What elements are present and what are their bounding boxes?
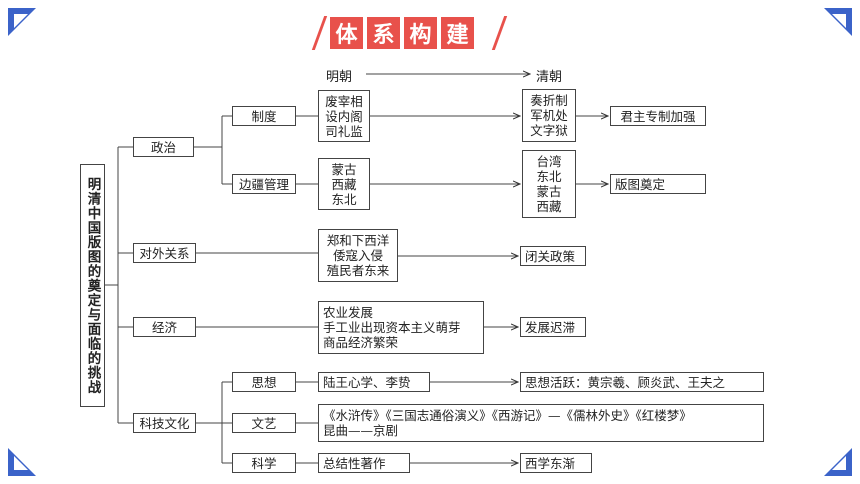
sub-border: 边疆管理 [232,174,296,194]
sub-system: 制度 [232,106,296,126]
ming-thought: 陆王心学、李贽 [318,372,430,392]
ming-arts: 《水浒传》《三国志通俗演义》《西游记》—《儒林外史》《红楼梦》 昆曲——京剧 [318,404,764,442]
sub-thought: 思想 [232,372,296,392]
result-thought: 思想活跃：黄宗羲、顾炎武、王夫之 [520,372,764,392]
ming-system: 废宰相 设内阁 司礼监 [318,90,370,142]
corner-bottom-left [8,448,36,476]
branch-economy: 经济 [133,317,196,337]
qing-border: 台湾 东北 蒙古 西藏 [522,150,576,218]
corner-bottom-right [824,448,852,476]
ming-science: 总结性著作 [318,453,410,473]
result-science: 西学东渐 [520,453,592,473]
result-system: 君主专制加强 [610,106,706,126]
sub-science: 科学 [232,453,296,473]
branch-culture: 科技文化 [133,413,196,433]
corner-top-left [8,8,36,36]
title-char: 体 [330,17,363,49]
title-char: 建 [441,17,474,49]
title-char: 系 [367,17,400,49]
result-border: 版图奠定 [610,174,706,194]
ming-border: 蒙古 西藏 东北 [318,158,370,210]
result-foreign: 闭关政策 [520,246,586,266]
branch-foreign: 对外关系 [133,243,196,263]
ming-economy: 农业发展 手工业出现资本主义萌芽 商品经济繁荣 [318,301,484,354]
qing-system: 奏折制 军机处 文字狱 [522,89,576,142]
title-char: 构 [404,17,437,49]
root-node: 明清中国版图的奠定与面临的挑战 [80,164,105,407]
timeline-from: 明朝 [326,70,353,85]
sub-arts: 文艺 [232,413,296,433]
corner-top-right [824,8,852,36]
page-title: 体 系 构 建 [330,17,474,49]
branch-politics: 政治 [133,137,194,157]
ming-foreign: 郑和下西洋 倭寇入侵 殖民者东来 [318,229,398,282]
result-economy: 发展迟滞 [520,317,586,337]
timeline-to: 清朝 [536,70,563,85]
